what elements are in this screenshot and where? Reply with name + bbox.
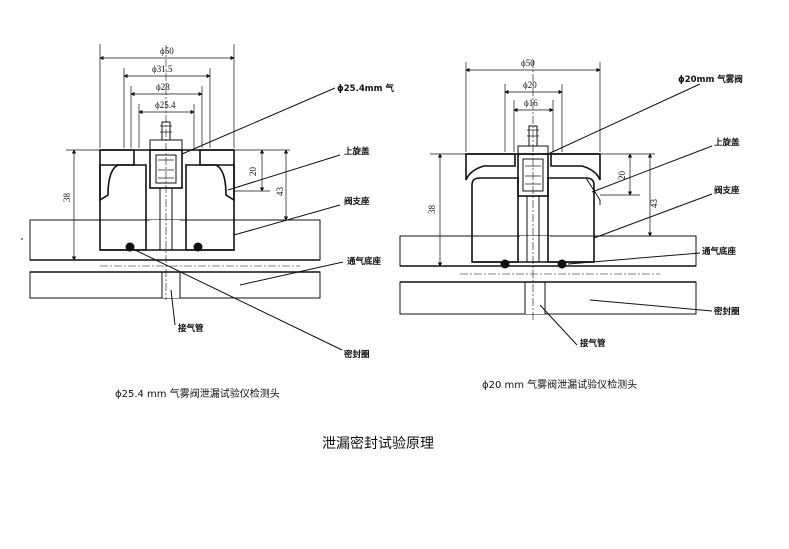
left-labels: ϕ25.4mm 气 上旋盖 阀支座 通气底座 接气管 密封圈 bbox=[132, 83, 394, 360]
left-dim-d25-4: ϕ25.4 bbox=[155, 100, 176, 110]
right-label-seal-ring: 密封圈 bbox=[713, 306, 740, 317]
left-dim-d50: ϕ50 bbox=[160, 46, 174, 56]
right-label-vent-base: 通气底座 bbox=[702, 246, 737, 257]
right-label-valve-seat: 阀支座 bbox=[714, 185, 740, 196]
left-dim-h20: 20 bbox=[248, 167, 258, 177]
right-dim-d50: ϕ50 bbox=[521, 58, 535, 68]
right-seal-ring-a bbox=[500, 259, 510, 269]
right-caption: ϕ20 mm 气雾阀泄漏试验仪检测头 bbox=[482, 378, 637, 391]
right-labels: ϕ20mm 气雾阀 上旋盖 阀支座 通气底座 密封圈 接气管 bbox=[539, 74, 743, 349]
left-label-valve-seat: 阀支座 bbox=[344, 196, 370, 207]
left-caption: ϕ25.4 mm 气雾阀泄漏试验仪检测头 bbox=[115, 387, 280, 400]
left-figure: ϕ50 ϕ31.5 ϕ28 ϕ25.4 20 43 38 bbox=[21, 44, 394, 400]
left-top-cap bbox=[99, 149, 235, 202]
right-valve-body bbox=[517, 125, 549, 263]
left-dim-d31-5: ϕ31.5 bbox=[152, 64, 173, 74]
left-label-valve: ϕ25.4mm 气 bbox=[337, 83, 394, 94]
right-figure: ϕ50 ϕ20 ϕ16 20 43 38 ϕ20mm 气雾阀 上旋盖 bbox=[399, 58, 743, 391]
left-seal-ring-a bbox=[125, 242, 135, 252]
right-label-inlet-pipe: 接气管 bbox=[580, 338, 606, 349]
right-vent-base bbox=[399, 235, 697, 315]
right-dim-h43: 43 bbox=[649, 199, 659, 209]
left-label-inlet-pipe: 接气管 bbox=[178, 323, 204, 334]
left-seal-ring-b bbox=[193, 242, 203, 252]
right-dim-d20: ϕ20 bbox=[523, 80, 537, 90]
right-label-valve: ϕ20mm 气雾阀 bbox=[678, 74, 743, 85]
right-dim-h38: 38 bbox=[427, 205, 437, 215]
right-dim-h20: 20 bbox=[617, 171, 627, 181]
right-dim-d16: ϕ16 bbox=[524, 98, 538, 108]
left-label-top-cap: 上旋盖 bbox=[344, 146, 370, 157]
right-dimensions: ϕ50 ϕ20 ϕ16 20 43 38 bbox=[427, 58, 659, 267]
right-seal-ring-b bbox=[557, 259, 567, 269]
left-vent-base bbox=[21, 219, 321, 299]
right-label-top-cap: 上旋盖 bbox=[714, 137, 740, 148]
left-dim-h38: 38 bbox=[62, 193, 72, 203]
left-dimensions: ϕ50 ϕ31.5 ϕ28 ϕ25.4 20 43 38 bbox=[62, 44, 290, 261]
left-label-seal-ring: 密封圈 bbox=[343, 349, 370, 360]
left-dim-d28: ϕ28 bbox=[156, 82, 170, 92]
left-valve-body bbox=[149, 121, 183, 251]
left-label-vent-base: 通气底座 bbox=[347, 256, 382, 267]
left-dim-h43: 43 bbox=[275, 187, 285, 197]
main-caption: 泄漏密封试验原理 bbox=[322, 435, 434, 452]
